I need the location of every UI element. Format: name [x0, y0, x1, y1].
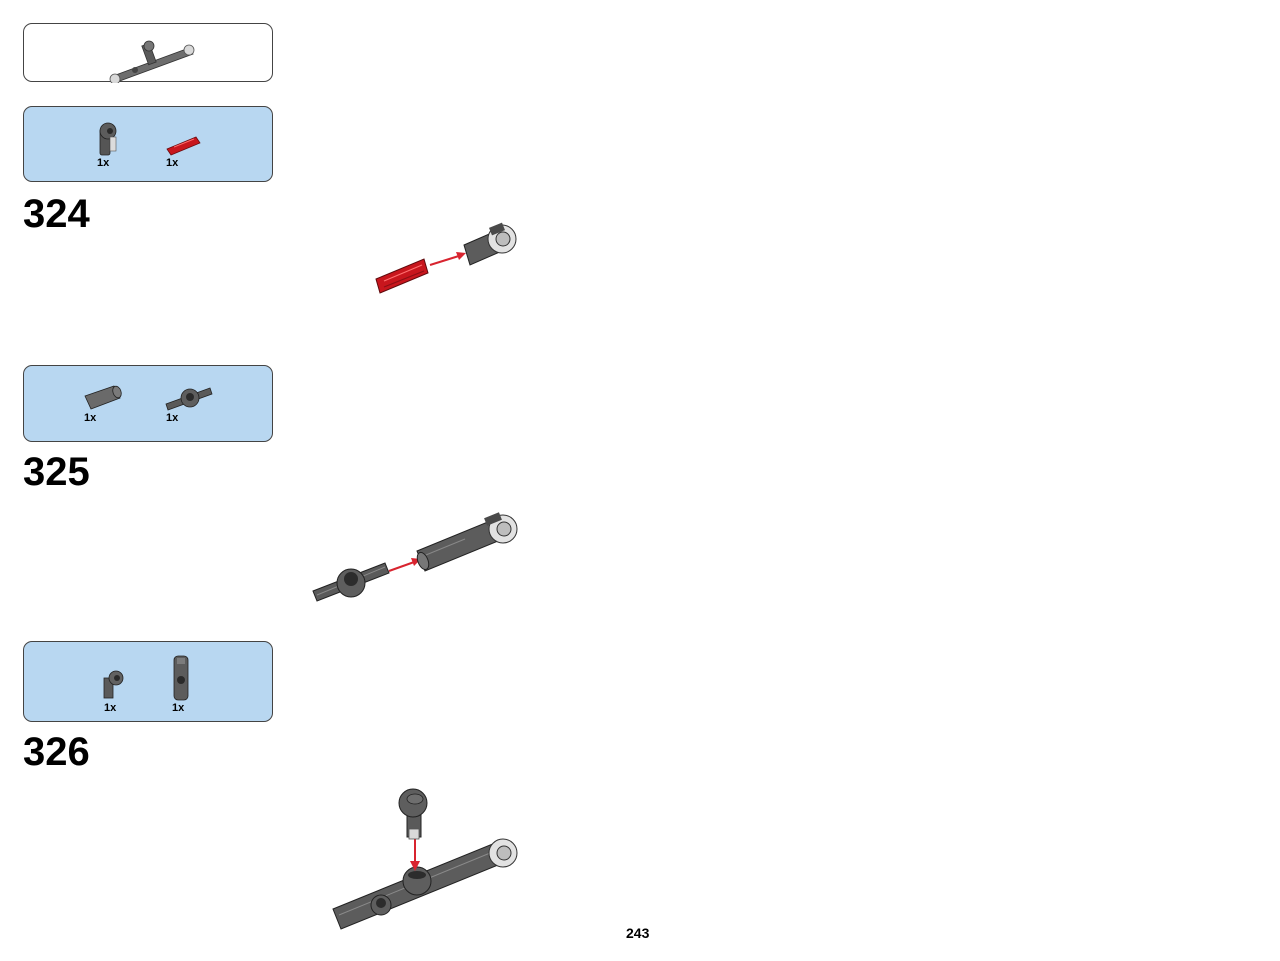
step-number: 325 — [23, 450, 90, 494]
part-qty: 1x — [166, 412, 179, 424]
step-number: 326 — [23, 730, 90, 774]
axle-connector-icon — [84, 385, 122, 410]
part-qty: 1x — [84, 412, 97, 424]
assembly-arrow — [388, 558, 421, 572]
axle-pin-connector-icon — [99, 122, 117, 156]
part-qty: 1x — [104, 702, 117, 714]
step-324-assembly — [375, 222, 517, 294]
red-axle-icon — [166, 136, 201, 156]
step-325-assembly — [312, 512, 518, 602]
cross-block-icon — [402, 866, 432, 896]
part-qty: 1x — [166, 157, 179, 169]
step-number: 324 — [23, 192, 90, 236]
cross-block-icon — [312, 562, 390, 602]
cross-block-icon — [165, 387, 213, 411]
axle-pin-connector-icon — [463, 222, 517, 266]
pin-connector-icon — [173, 655, 189, 701]
red-axle-icon — [375, 258, 429, 294]
part-qty: 1x — [97, 157, 110, 169]
part-qty: 1x — [172, 702, 185, 714]
axle-pin-connector-icon — [484, 512, 518, 544]
assembly-arrow — [429, 252, 466, 266]
parts-list-step-324: 1x 1x — [23, 106, 273, 182]
angle-connector-icon — [398, 788, 428, 840]
subassembly-callout — [23, 23, 273, 83]
assembly-arrow — [410, 835, 420, 871]
step-326-assembly — [332, 788, 518, 930]
page-number: 243 — [626, 925, 650, 941]
beam-subassembly-icon — [109, 40, 195, 83]
parts-list-step-326: 1x 1x — [23, 641, 273, 722]
angle-connector-icon — [103, 670, 124, 699]
parts-list-step-325: 1x 1x — [23, 365, 273, 442]
